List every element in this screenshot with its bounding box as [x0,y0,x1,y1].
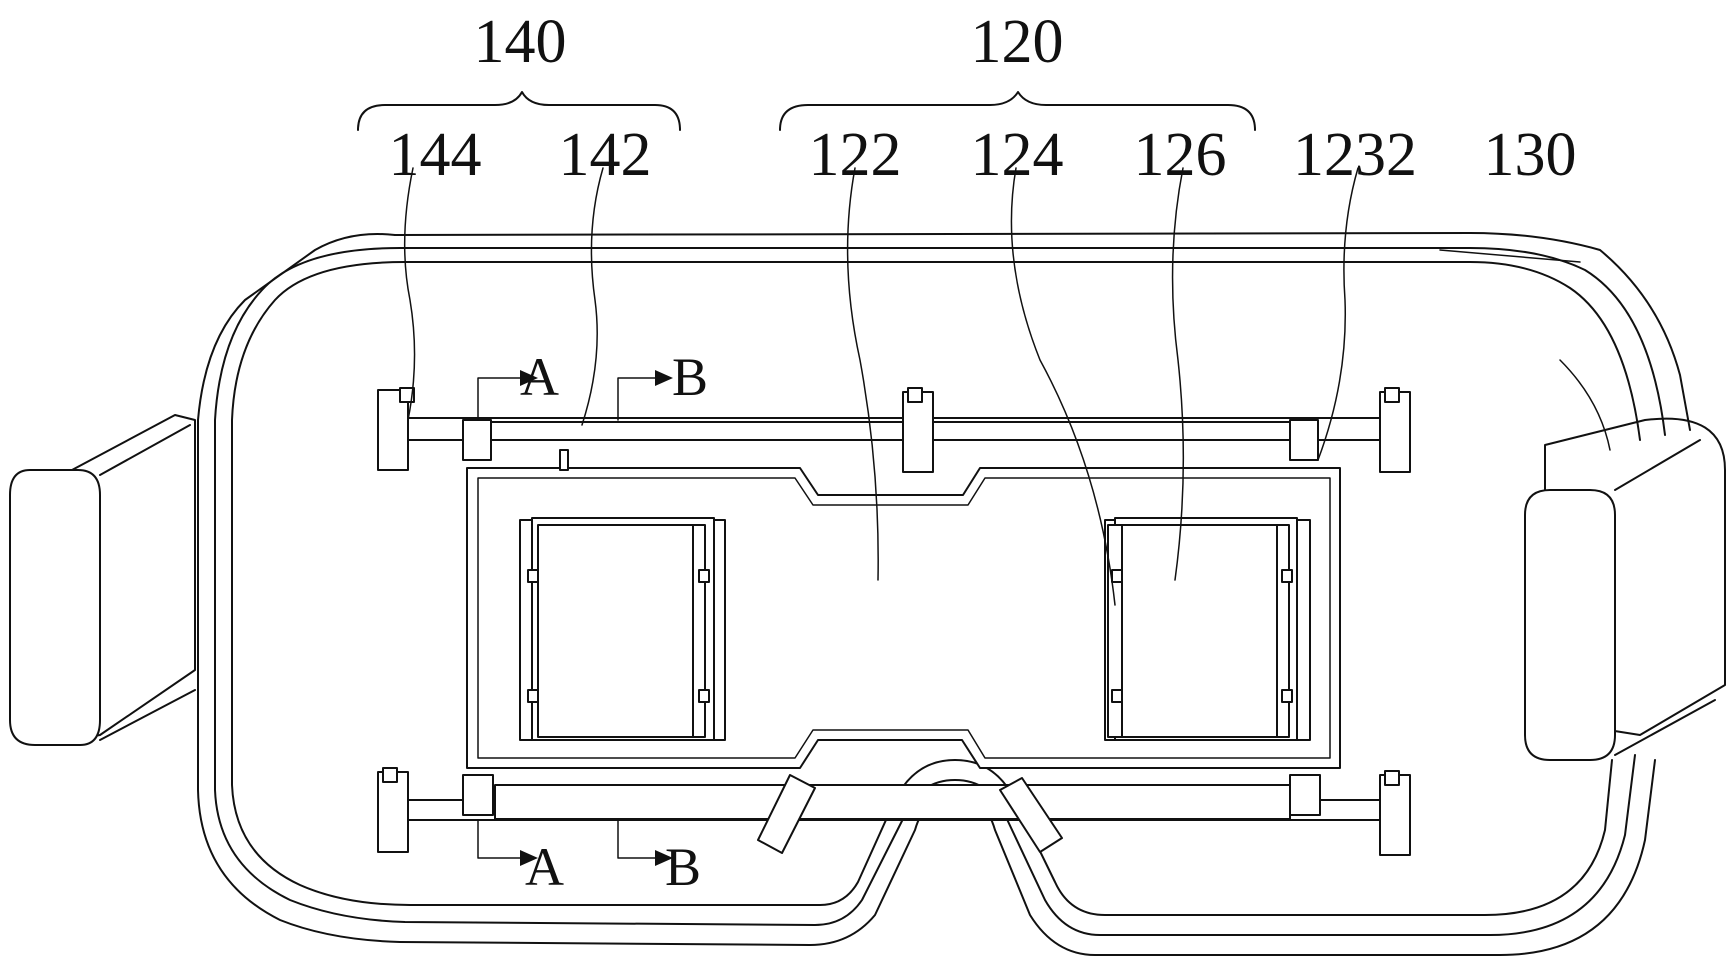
section-markers [477,370,673,866]
label-126: 126 [1134,121,1227,189]
label-142: 142 [559,121,652,189]
top-middle-post [902,391,934,473]
nose-blocks [757,774,1063,854]
brace-120 [779,91,1256,131]
label-122: 122 [809,121,902,189]
leader-124 [1010,167,1116,606]
top-right-end-cap [1379,391,1411,473]
right-lens-126 [1121,524,1278,738]
label-120: 120 [971,8,1064,76]
label-1232: 1232 [1293,121,1417,189]
label-124: 124 [971,121,1064,189]
left-lens-assembly [519,517,726,741]
leader-142 [581,167,604,426]
section-a-top: A [520,347,559,407]
housing-130 [197,232,1691,956]
section-b-bottom: B [665,837,701,897]
left-lens-126 [537,524,694,738]
section-b-top: B [672,347,708,407]
module-120 [466,449,1341,769]
section-a-bottom: A [525,837,564,897]
lens-holder-124 [1107,524,1123,738]
top-left-end-cap [377,389,409,471]
leader-126 [1171,167,1185,581]
leader-lines [403,167,1359,606]
bottom-rail [377,767,1411,856]
label-140: 140 [474,8,567,76]
right-lens-assembly [1104,517,1311,741]
left-strap [9,414,196,746]
top-rail-142 [377,387,1411,473]
brace-140 [357,91,681,131]
bottom-right-end-cap [1379,774,1411,856]
leader-122 [846,167,879,581]
label-130: 130 [1484,121,1577,189]
bottom-left-end-cap [377,771,409,853]
right-strap [1524,417,1726,761]
label-144: 144 [389,121,482,189]
leader-1232 [1317,167,1359,461]
leader-144 [403,167,416,421]
